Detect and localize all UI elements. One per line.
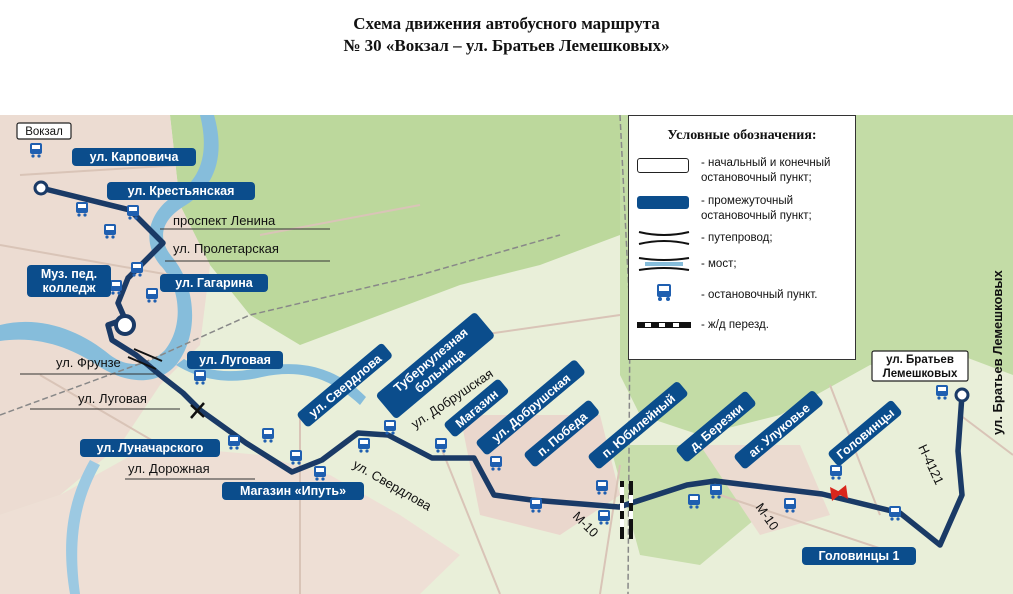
bus-stop-icon[interactable] bbox=[290, 450, 302, 465]
bus-stop-icon[interactable] bbox=[384, 420, 396, 435]
terminal-label-vokzal-text: Вокзал bbox=[25, 126, 63, 138]
legend-rail-crossing-symbol bbox=[637, 322, 691, 328]
bus-stop-icon bbox=[657, 284, 671, 301]
stop-label-muz-koledzh-text: Муз. пед. bbox=[41, 267, 97, 281]
legend-bridge-symbol bbox=[638, 257, 690, 271]
bus-stop-icon[interactable] bbox=[688, 494, 700, 509]
stop-label-lunacharskogo[interactable]: ул. Луначарского bbox=[80, 439, 220, 457]
stop-label-golovintsy1-text: Головинцы 1 bbox=[819, 549, 900, 563]
river-iput bbox=[66, 460, 100, 594]
stop-label-lugovaya-text: ул. Луговая bbox=[199, 353, 271, 367]
bus-stop-icon[interactable] bbox=[194, 370, 206, 385]
rail-crossing-yubileyny[interactable] bbox=[620, 481, 633, 539]
street-label-bratyev: ул. Братьев Лемешковых bbox=[990, 270, 1005, 435]
bus-stop-icon[interactable] bbox=[530, 498, 542, 513]
legend-bus-stop-text: - остановочный пункт. bbox=[701, 289, 818, 301]
bus-stop-icon[interactable] bbox=[314, 466, 326, 481]
bus-stop-icon[interactable] bbox=[228, 435, 240, 450]
street-label-proletarskaya: ул. Пролетарская bbox=[173, 241, 279, 256]
legend-terminal-text: - начальный и конечный остановочный пунк… bbox=[701, 157, 831, 184]
terminal-start-marker bbox=[33, 180, 49, 196]
legend-intermediate-text: - промежуточный остановочный пункт; bbox=[701, 195, 812, 222]
stop-label-gagarina[interactable]: ул. Гагарина bbox=[160, 274, 268, 292]
bus-stop-icon[interactable] bbox=[889, 506, 901, 521]
legend-heading: Условные обозначения: bbox=[667, 128, 817, 143]
bus-stop-icon[interactable] bbox=[784, 498, 796, 513]
street-label-lenina: проспект Ленина bbox=[173, 213, 276, 228]
route-map[interactable]: ул. Карповича ул. Крестьянская Муз. пед.… bbox=[0, 115, 1013, 594]
direction-arrows bbox=[830, 485, 848, 501]
bus-stop-icon[interactable] bbox=[127, 205, 139, 220]
legend-overpass-text: - путепровод; bbox=[701, 232, 773, 244]
legend-terminal-symbol bbox=[637, 158, 689, 173]
stop-label-karpovicha[interactable]: ул. Карповича bbox=[72, 148, 196, 166]
bus-stop-icon[interactable] bbox=[262, 428, 274, 443]
bus-stop-icon[interactable] bbox=[598, 510, 610, 525]
legend-rail-crossing-text: - ж/д перезд. bbox=[701, 319, 769, 331]
forest-area-north bbox=[170, 115, 620, 345]
turnaround-circle bbox=[114, 314, 136, 336]
stop-label-lunacharskogo-text: ул. Луначарского bbox=[97, 441, 204, 455]
urban-area-south bbox=[0, 445, 460, 594]
terminal-label-vokzal[interactable]: Вокзал bbox=[16, 122, 72, 140]
stop-label-lugovaya[interactable]: ул. Луговая bbox=[187, 351, 283, 369]
bridge-lugovaya[interactable] bbox=[190, 402, 205, 419]
bus-stop-icon[interactable] bbox=[30, 143, 42, 158]
map-title-line2: № 30 «Вокзал – ул. Братьев Лемешковых» bbox=[343, 36, 670, 55]
street-leader-lines bbox=[20, 228, 330, 480]
overpass-frunze[interactable] bbox=[127, 348, 163, 370]
bus-stop-icon[interactable] bbox=[104, 224, 116, 239]
stop-label-karpovicha-text: ул. Карповича bbox=[90, 150, 180, 164]
terminal-label-bratyev[interactable]: ул. Братьев Лемешковых bbox=[871, 350, 969, 382]
terminal-label-bratyev-text2: Лемешковых bbox=[883, 368, 958, 380]
bus-stop-icon[interactable] bbox=[131, 262, 143, 277]
river-branch bbox=[176, 359, 366, 405]
bus-stop-icon[interactable] bbox=[830, 465, 842, 480]
bus-stop-icons bbox=[30, 143, 948, 525]
terminal-label-bratyev-text1: ул. Братьев bbox=[886, 354, 954, 366]
legend-overpass-symbol bbox=[638, 231, 690, 245]
bus-stop-icon[interactable] bbox=[76, 202, 88, 217]
stop-label-magazin-iput[interactable]: Магазин «Ипуть» bbox=[222, 482, 364, 500]
street-label-dorozhnaya: ул. Дорожная bbox=[128, 461, 210, 476]
bus-stop-icon[interactable] bbox=[596, 480, 608, 495]
stop-label-krestyanskaya[interactable]: ул. Крестьянская bbox=[107, 182, 255, 200]
bus-stop-icon[interactable] bbox=[490, 456, 502, 471]
bus-stop-icon[interactable] bbox=[936, 385, 948, 400]
legend-bridge-text: - мост; bbox=[701, 258, 737, 270]
stop-label-muz-koledzh-text2: колледж bbox=[43, 281, 96, 295]
street-label-lugovaya: ул. Луговая bbox=[78, 391, 147, 406]
street-label-frunze: ул. Фрунзе bbox=[56, 355, 121, 370]
legend-panel: Условные обозначения: - начальный и коне… bbox=[628, 115, 856, 360]
stop-label-golovintsy1[interactable]: Головинцы 1 bbox=[802, 547, 916, 565]
map-title-line1: Схема движения автобусного маршрута bbox=[353, 14, 660, 33]
stop-label-magazin-iput-text: Магазин «Ипуть» bbox=[240, 484, 346, 498]
stop-label-krestyanskaya-text: ул. Крестьянская bbox=[128, 184, 235, 198]
stop-label-muz-koledzh[interactable]: Муз. пед. колледж bbox=[27, 265, 111, 297]
urban-area-berezki bbox=[700, 445, 830, 535]
bus-stop-icon[interactable] bbox=[110, 280, 122, 295]
stop-label-gagarina-text: ул. Гагарина bbox=[175, 276, 254, 290]
bus-stop-icon[interactable] bbox=[358, 438, 370, 453]
terminal-end-marker bbox=[954, 387, 970, 403]
bus-stop-icon[interactable] bbox=[146, 288, 158, 303]
bus-stop-icon[interactable] bbox=[435, 438, 447, 453]
bus-stop-icon[interactable] bbox=[710, 484, 722, 499]
legend-intermediate-symbol bbox=[637, 196, 689, 209]
